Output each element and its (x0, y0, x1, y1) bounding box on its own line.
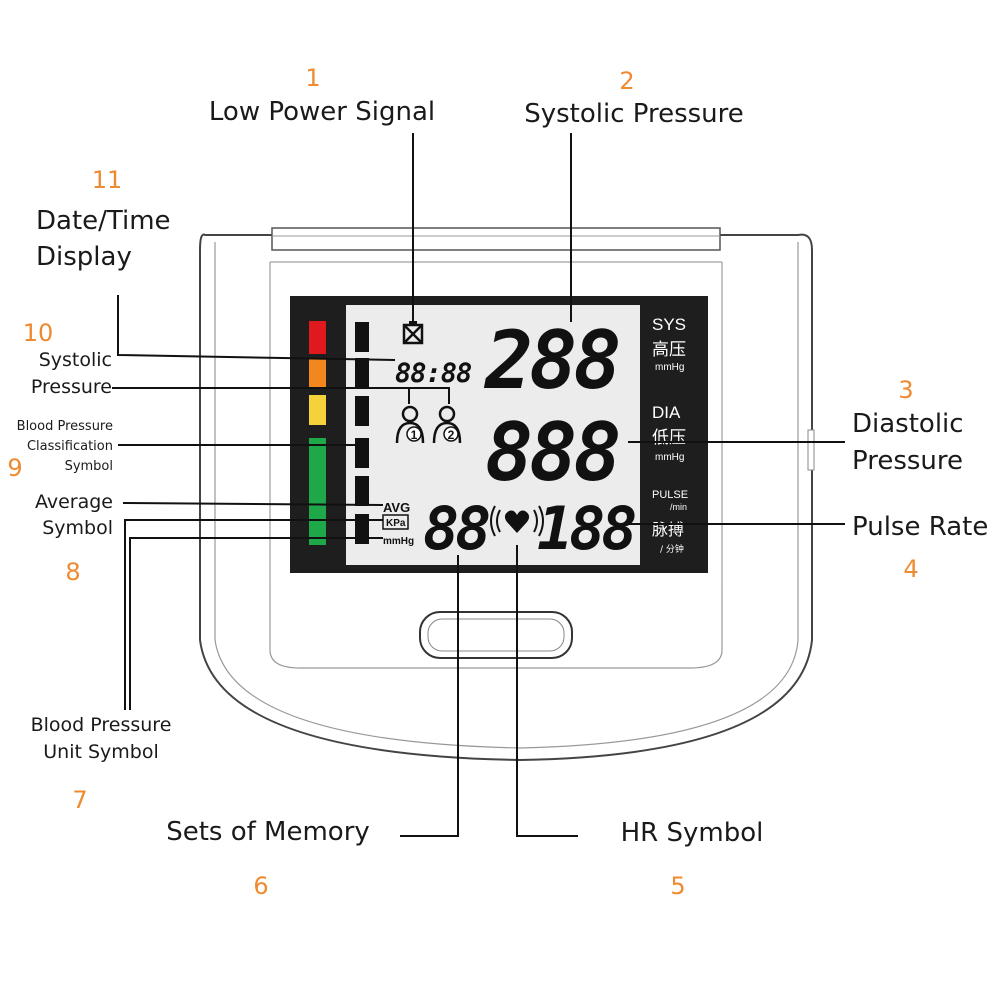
memory-digits: 88 (423, 494, 489, 564)
callout-9-label-line3: Symbol (65, 459, 113, 474)
callout-8-number: 8 (65, 558, 80, 586)
callout-2-number: 2 (619, 67, 634, 95)
mmhg-symbol: mmHg (383, 536, 414, 547)
leader-lines (112, 133, 845, 837)
lcd-screen (346, 305, 640, 565)
avg-symbol: AVG (383, 500, 410, 515)
pulse-unit-label: /min (670, 502, 687, 512)
callout-1-number: 1 (305, 64, 320, 92)
svg-text:2: 2 (448, 428, 455, 442)
bar-red (309, 321, 326, 354)
callout-10-number: 10 (23, 319, 54, 347)
callout-7-label-line2: Unit Symbol (43, 741, 159, 763)
lcd-level-segments (355, 322, 369, 544)
callout-9-number: 9 (7, 454, 22, 482)
callout-3-label-line1: Diastolic (852, 409, 964, 439)
callout-6-label: Sets of Memory (166, 817, 370, 847)
bar-orange (309, 358, 326, 388)
bar-green (309, 438, 326, 545)
kpa-symbol: KPa (386, 518, 406, 529)
start-button-inner (427, 618, 565, 652)
callout-3-number: 3 (898, 376, 913, 404)
dia-cn-label: 低压 (652, 428, 686, 448)
systolic-digits: 288 (483, 314, 618, 407)
callout-6-number: 6 (253, 872, 268, 900)
callout-11-number: 11 (92, 166, 123, 194)
svg-text:1: 1 (411, 428, 418, 442)
time-display: 88:88 (395, 358, 471, 389)
callout-2-label: Systolic Pressure (524, 99, 744, 129)
sys-cn-label: 高压 (652, 340, 686, 360)
pulse-digits: 188 (537, 494, 635, 564)
pulse-label: PULSE (652, 489, 688, 501)
diastolic-digits: 888 (485, 406, 618, 499)
dia-unit-label: mmHg (655, 452, 684, 463)
user-1-icon: 1 (395, 405, 425, 444)
callout-9-label-line2: Classification (27, 439, 113, 454)
classification-bar (309, 321, 326, 545)
callout-3-label-line2: Pressure (852, 446, 963, 476)
sys-unit-label: mmHg (655, 362, 684, 373)
heart-rate-icon (490, 505, 544, 537)
pulse-cn-label: 脉搏 (652, 520, 684, 539)
callout-7-number: 7 (72, 786, 87, 814)
callout-8-label-line2: Symbol (42, 517, 113, 539)
callout-4-label: Pulse Rate (852, 512, 988, 542)
callout-8-label-line1: Average (35, 491, 113, 513)
pulse-cn-unit-label: / 分钟 (660, 543, 684, 555)
callout-5-label: HR Symbol (621, 818, 764, 848)
callout-11-label-line2: Display (36, 242, 132, 272)
callout-5-number: 5 (670, 872, 685, 900)
sys-label: SYS (652, 315, 686, 334)
callout-10-label-line2: Pressure (31, 376, 112, 398)
callout-1-label: Low Power Signal (209, 97, 435, 127)
callout-11-label-line1: Date/Time (36, 206, 171, 236)
callout-7-label-line1: Blood Pressure (31, 714, 172, 736)
kpa-box (382, 514, 409, 530)
bar-yellow (309, 395, 326, 425)
callout-4-number: 4 (903, 555, 918, 583)
dia-label: DIA (652, 403, 681, 422)
callout-10-label-line1: Systolic (39, 349, 112, 371)
user-2-icon: 2 (432, 405, 462, 444)
callout-9-label-line1: Blood Pressure (17, 419, 113, 434)
